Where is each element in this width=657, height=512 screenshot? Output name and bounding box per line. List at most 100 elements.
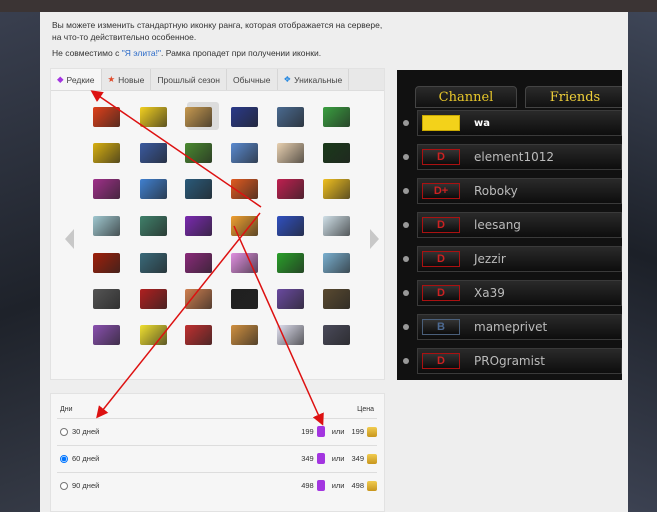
duration-radio[interactable] <box>60 427 68 436</box>
rivet-icon <box>403 154 409 160</box>
rank-icon-option[interactable] <box>231 289 258 309</box>
rank-icon-option[interactable] <box>93 216 120 236</box>
rank-icon-option[interactable] <box>140 107 167 127</box>
rank-icon-option[interactable] <box>93 107 120 127</box>
gold-price: 349 <box>351 454 364 463</box>
duration-option[interactable]: 30 дней 199 или 199 <box>57 418 377 444</box>
top-bar <box>0 0 657 12</box>
rank-icon-option[interactable] <box>140 289 167 309</box>
rank-icon-option[interactable] <box>277 325 304 345</box>
rank-icon-option[interactable] <box>323 143 350 163</box>
gem-price: 349 <box>301 454 314 463</box>
gold-coins-icon <box>367 453 377 464</box>
rank-icon-option[interactable] <box>185 325 212 345</box>
prev-arrow[interactable] <box>65 229 74 249</box>
rank-icon-option[interactable] <box>93 325 120 345</box>
gem-currency-icon <box>316 426 325 437</box>
next-arrow[interactable] <box>370 229 379 249</box>
gold-coins-icon <box>367 480 377 491</box>
rank-icon-option[interactable] <box>277 253 304 273</box>
rank-icon-option[interactable] <box>323 179 350 199</box>
gold-price: 199 <box>351 427 364 436</box>
username: Jezzir <box>474 252 506 266</box>
tab-new[interactable]: ★Новые <box>102 69 152 90</box>
gold-price: 498 <box>351 481 364 490</box>
rank-icon-option[interactable] <box>185 179 212 199</box>
duration-radio[interactable] <box>60 481 68 490</box>
tab-friends: Friends <box>525 86 622 108</box>
rank-badge: D <box>422 149 460 165</box>
rank-icon-option[interactable] <box>231 179 258 199</box>
tab-channel: Channel <box>415 86 517 108</box>
rivet-icon <box>403 188 409 194</box>
background-left <box>0 0 40 512</box>
rank-icon-option[interactable] <box>185 107 212 127</box>
or-label: или <box>331 454 345 463</box>
rank-icon-option[interactable] <box>185 253 212 273</box>
tab-label: Прошлый сезон <box>157 74 220 85</box>
username: PROgramist <box>474 354 545 368</box>
rank-icon-option[interactable] <box>231 325 258 345</box>
rank-icon-option[interactable] <box>140 253 167 273</box>
gem-icon: ◆ <box>57 74 64 84</box>
gold-coins-icon <box>367 426 377 437</box>
tab-rare[interactable]: ◆Редкие <box>51 69 102 90</box>
tab-unique[interactable]: ❖Уникальные <box>278 69 350 90</box>
days-label: 60 дней <box>72 454 100 463</box>
rank-icon-option[interactable] <box>231 216 258 236</box>
rank-icon-option[interactable] <box>323 216 350 236</box>
user-row: D+Roboky <box>417 178 622 204</box>
rank-icon-option[interactable] <box>185 143 212 163</box>
duration-option[interactable]: 60 дней 349 или 349 <box>57 445 377 471</box>
rank-badge <box>422 115 460 131</box>
rivet-icon <box>403 256 409 262</box>
rank-badge: D <box>422 217 460 233</box>
price-header: Цена <box>357 406 374 413</box>
rank-icon-option[interactable] <box>140 216 167 236</box>
rank-icon-option[interactable] <box>323 289 350 309</box>
rank-icon-option[interactable] <box>277 216 304 236</box>
rank-icon-option[interactable] <box>277 107 304 127</box>
rank-icon-option[interactable] <box>323 107 350 127</box>
rank-icon-option[interactable] <box>277 143 304 163</box>
rank-icon-option[interactable] <box>140 325 167 345</box>
gem-price: 199 <box>301 427 314 436</box>
tab-label: Редкие <box>66 74 95 85</box>
username: wa <box>474 117 490 129</box>
arrow-to-days <box>96 212 261 419</box>
rank-icon-option[interactable] <box>277 289 304 309</box>
username: Xa39 <box>474 286 505 300</box>
rank-icon-option[interactable] <box>93 143 120 163</box>
or-label: или <box>331 427 345 436</box>
diamond-icon: ❖ <box>283 74 292 84</box>
rank-icon-option[interactable] <box>323 253 350 273</box>
rank-icon-option[interactable] <box>231 253 258 273</box>
rank-icon-option[interactable] <box>323 325 350 345</box>
rank-icon-option[interactable] <box>93 179 120 199</box>
days-header: Дни <box>60 406 73 413</box>
rank-icon-option[interactable] <box>185 289 212 309</box>
rank-icon-option[interactable] <box>231 143 258 163</box>
rank-icon-option[interactable] <box>140 143 167 163</box>
duration-radio[interactable] <box>60 454 68 463</box>
gem-price: 498 <box>301 481 314 490</box>
rank-icon-option[interactable] <box>185 216 212 236</box>
arrow-to-price <box>233 225 324 426</box>
or-label: или <box>331 481 345 490</box>
tab-label: Новые <box>118 74 145 85</box>
rank-icon-option[interactable] <box>93 289 120 309</box>
rank-icon-option[interactable] <box>231 107 258 127</box>
elite-link[interactable]: "Я элита!" <box>121 48 162 58</box>
rivet-icon <box>403 222 409 228</box>
tab-common[interactable]: Обычные <box>227 69 278 90</box>
days-label: 30 дней <box>72 427 100 436</box>
rank-icon-option[interactable] <box>140 179 167 199</box>
user-row: wa <box>417 110 622 136</box>
tab-last-season[interactable]: Прошлый сезон <box>151 69 227 90</box>
rank-icon-option[interactable] <box>277 179 304 199</box>
rank-badge: D <box>422 353 460 369</box>
rank-icon-option[interactable] <box>93 253 120 273</box>
